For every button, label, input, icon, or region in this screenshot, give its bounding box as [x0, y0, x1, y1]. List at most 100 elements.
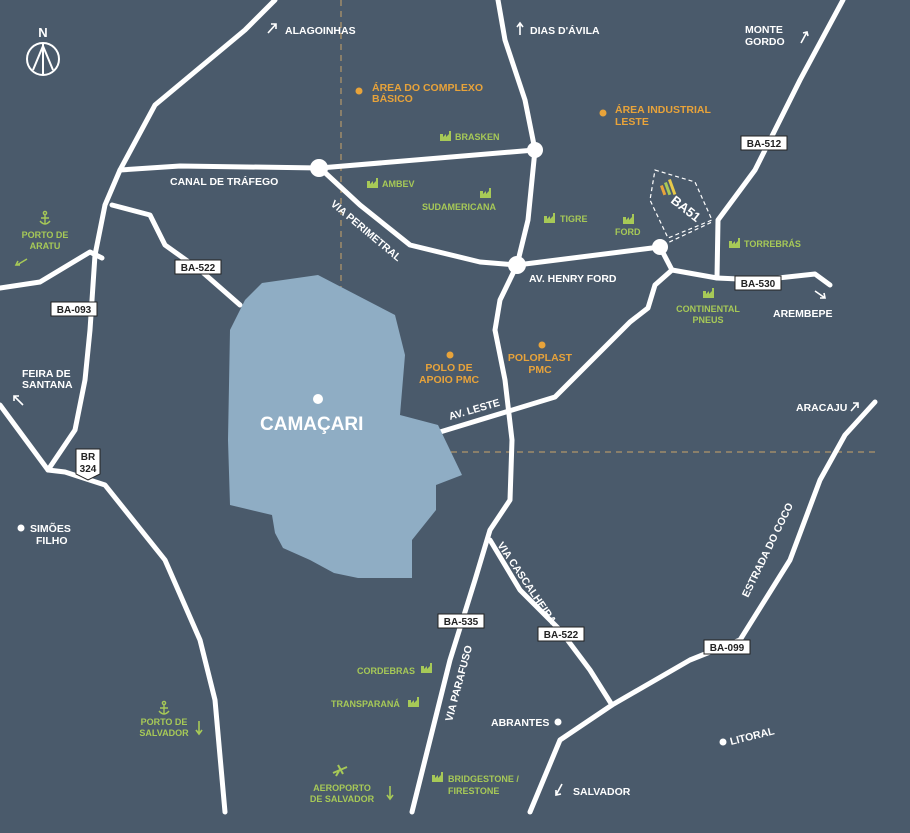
compass: N — [26, 25, 60, 76]
badge-br324: BR 324 — [75, 448, 101, 481]
junction-henry-ford — [508, 256, 526, 274]
label-aeroporto-2: DE SALVADOR — [310, 794, 375, 804]
label-abrantes: ABRANTES — [491, 717, 549, 729]
road-canal — [117, 147, 538, 173]
arrow-monte-gordo-icon — [800, 31, 809, 44]
compass-arrow-icon — [32, 44, 54, 75]
abrantes-marker — [554, 718, 562, 726]
label-aeroporto-1: AEROPORTO — [313, 783, 371, 793]
label-poloplast-2: PMC — [528, 364, 552, 376]
label-aracaju: ARACAJU — [796, 402, 847, 414]
label-complexo-2: BÁSICO — [372, 92, 413, 105]
arrow-salvador-icon — [555, 783, 563, 796]
camacari-city-area — [228, 275, 462, 578]
label-porto-salvador-1: PORTO DE — [141, 717, 188, 727]
arrow-dias-davila-icon — [516, 21, 524, 35]
label-feira-2: SANTANA — [22, 379, 73, 391]
road-henry-ford — [317, 165, 663, 268]
compass-label: N — [38, 25, 47, 40]
ba51-logo-icon — [660, 178, 677, 196]
road-ba093 — [0, 249, 105, 291]
badge-ba522-w: BA-522 — [174, 259, 222, 275]
junction-brasken — [527, 142, 543, 158]
poloplast-marker — [538, 341, 546, 349]
badge-text: BA-530 — [741, 279, 776, 290]
label-salvador: SALVADOR — [573, 786, 631, 798]
junctions — [310, 142, 668, 274]
badge-box — [537, 626, 585, 642]
label-industrial-2: LESTE — [615, 116, 649, 128]
direction-arrows — [13, 21, 859, 801]
label-porto-salvador-2: SALVADOR — [139, 728, 189, 738]
roads — [0, 0, 878, 815]
badge-text: BA-099 — [710, 643, 745, 654]
camacari-label: CAMAÇARI — [260, 414, 363, 435]
badge-ba530: BA-530 — [734, 275, 782, 291]
badge-box — [703, 639, 751, 655]
label-polo-2: APOIO PMC — [419, 374, 480, 386]
litoral-marker — [719, 738, 727, 746]
arrow-feira-icon — [13, 395, 24, 406]
badge-box — [50, 301, 98, 317]
road-br324 — [0, 402, 228, 815]
label-feira-1: FEIRA DE — [22, 368, 71, 380]
badge-ba512: BA-512 — [740, 135, 788, 151]
arrow-porto-salvador-icon — [195, 721, 203, 736]
badge-shield — [75, 448, 101, 481]
arrow-aratu-icon — [14, 258, 28, 266]
anchor-salvador-icon — [158, 700, 170, 715]
label-ambev: AMBEV — [382, 179, 415, 189]
label-dias-davila: DIAS D'ÁVILA — [530, 24, 600, 37]
industrial-marker — [599, 109, 607, 117]
label-tigre: TIGRE — [560, 214, 588, 224]
badge-text-2: 324 — [80, 464, 97, 475]
simoes-marker — [17, 524, 25, 532]
label-transparana: TRANSPARANÁ — [331, 699, 400, 709]
label-brasken: BRASKEN — [455, 132, 500, 142]
arrow-alagoinhas-icon — [267, 23, 277, 34]
label-aratu-2: ARATU — [30, 241, 61, 251]
badge-text: BA-522 — [544, 630, 579, 641]
label-sudamericana: SUDAMERICANA — [422, 202, 497, 212]
badge-ba522-s: BA-522 — [537, 626, 585, 642]
arrow-aeroporto-icon — [386, 786, 394, 801]
label-simoes-1: SIMÕES — [30, 522, 71, 535]
airplane-icon — [332, 764, 348, 777]
road-ba522-w — [109, 202, 243, 308]
junction-canal — [310, 159, 328, 177]
badge-ba535: BA-535 — [437, 613, 485, 629]
label-cordebras: CORDEBRAS — [357, 666, 415, 676]
junction-ford — [652, 239, 668, 255]
badge-text: BA-535 — [444, 617, 479, 628]
label-monte-gordo-1: MONTE — [745, 24, 783, 36]
camacari-marker — [313, 394, 323, 404]
badge-text: BA-522 — [181, 263, 216, 274]
label-aratu-1: PORTO DE — [22, 230, 69, 240]
road-alagoinhas — [45, 0, 278, 473]
arrow-arembepe-icon — [814, 290, 826, 299]
badge-ba093: BA-093 — [50, 301, 98, 317]
label-bridgestone-1: BRIDGESTONE / — [448, 774, 519, 784]
label-simoes-2: FILHO — [36, 535, 68, 547]
ba51-site-outline — [649, 169, 713, 239]
badge-box — [740, 135, 788, 151]
label-torrebras: TORREBRÁS — [744, 239, 801, 249]
badge-box — [437, 613, 485, 629]
label-alagoinhas: ALAGOINHAS — [285, 25, 356, 37]
label-industrial-1: ÁREA INDUSTRIAL — [615, 103, 711, 116]
road-av-leste — [437, 267, 833, 435]
label-continental-1: CONTINENTAL — [676, 304, 740, 314]
label-poloplast-1: POLOPLAST — [508, 352, 573, 364]
road-ba512 — [714, 0, 846, 281]
polo-marker — [446, 351, 454, 359]
label-ford: FORD — [615, 227, 641, 237]
complexo-marker — [355, 87, 363, 95]
label-complexo-1: ÁREA DO COMPLEXO — [372, 81, 483, 94]
badge-text-1: BR — [81, 452, 96, 463]
ba51-leader-line — [662, 221, 713, 246]
label-continental-2: PNEUS — [692, 315, 723, 325]
label-arembepe: AREMBEPE — [773, 308, 833, 320]
arrow-aracaju-icon — [850, 402, 859, 412]
badge-ba099: BA-099 — [703, 639, 751, 655]
